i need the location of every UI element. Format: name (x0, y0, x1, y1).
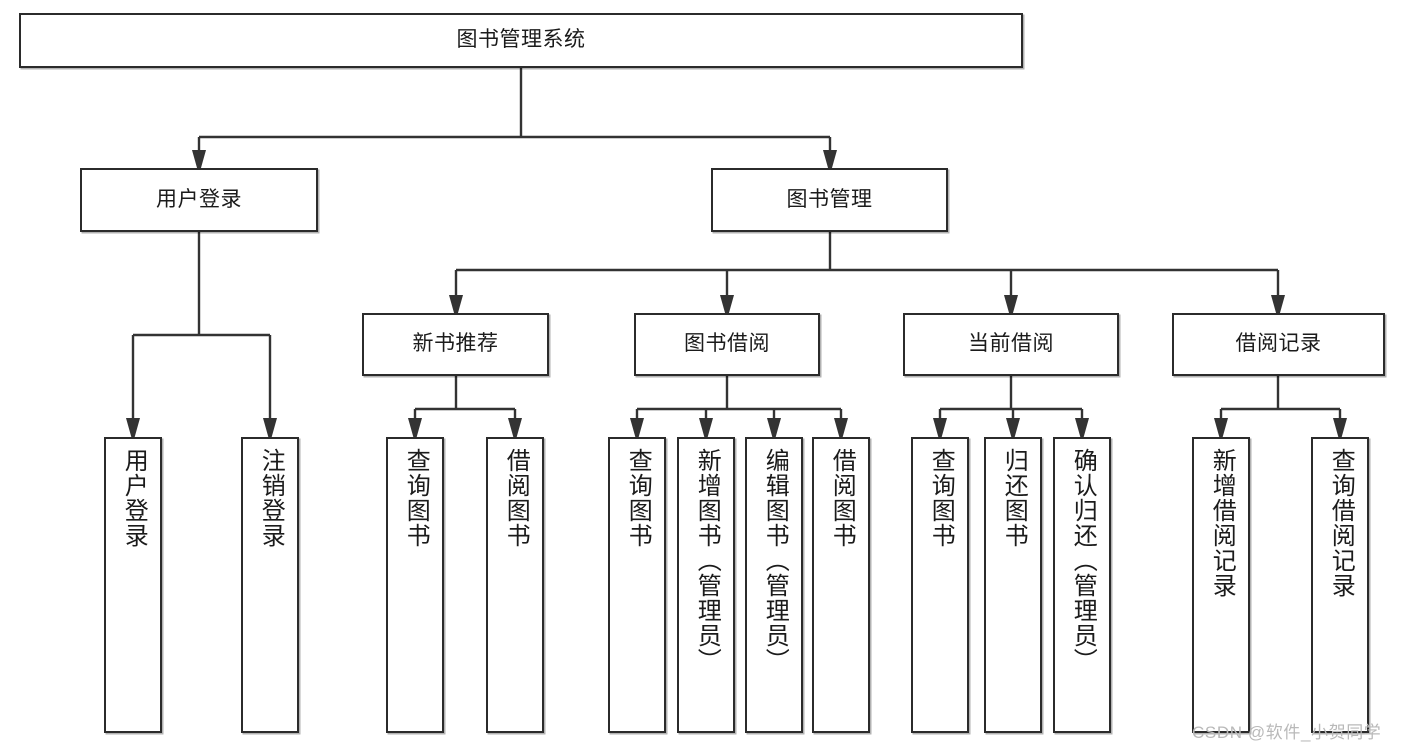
leaf-query-book-3[interactable]: 查询图书 (911, 437, 969, 733)
leaf-confirm-return-label: 确认归还（管理员） (1069, 448, 1097, 673)
node-book-manage[interactable]: 图书管理 (711, 168, 948, 232)
node-root[interactable]: 图书管理系统 (19, 13, 1023, 68)
leaf-edit-book[interactable]: 编辑图书（管理员） (745, 437, 803, 733)
leaf-return-book[interactable]: 归还图书 (984, 437, 1042, 733)
node-borrow-record[interactable]: 借阅记录 (1172, 313, 1385, 376)
node-user-login[interactable]: 用户登录 (80, 168, 318, 232)
node-borrow-record-label: 借阅记录 (1235, 332, 1322, 356)
leaf-edit-book-label: 编辑图书（管理员） (761, 448, 789, 673)
leaf-add-record-label: 新增借阅记录 (1208, 448, 1236, 598)
leaf-borrow-book-1[interactable]: 借阅图书 (486, 437, 544, 733)
leaf-user-logout-label: 注销登录 (257, 448, 285, 548)
node-book-manage-label: 图书管理 (786, 187, 873, 211)
csdn-watermark: CSDN @软件_小贺同学 (1192, 723, 1382, 742)
leaf-query-book-3-label: 查询图书 (927, 448, 955, 548)
leaf-borrow-book-1-label: 借阅图书 (502, 448, 530, 548)
node-new-book-recommend[interactable]: 新书推荐 (362, 313, 549, 376)
node-book-borrow-label: 图书借阅 (684, 332, 770, 356)
node-current-borrow-label: 当前借阅 (968, 332, 1054, 356)
node-user-login-label: 用户登录 (156, 187, 242, 211)
leaf-return-book-label: 归还图书 (1000, 448, 1028, 548)
leaf-borrow-book-2[interactable]: 借阅图书 (812, 437, 870, 733)
leaf-query-book-1-label: 查询图书 (402, 448, 430, 548)
node-new-book-recommend-label: 新书推荐 (412, 332, 499, 356)
leaf-query-book-2[interactable]: 查询图书 (608, 437, 666, 733)
leaf-user-login[interactable]: 用户登录 (104, 437, 162, 733)
leaf-borrow-book-2-label: 借阅图书 (828, 448, 856, 548)
leaf-user-login-label: 用户登录 (120, 448, 148, 548)
leaf-add-book-label: 新增图书（管理员） (693, 448, 721, 673)
leaf-add-book[interactable]: 新增图书（管理员） (677, 437, 735, 733)
leaf-add-record[interactable]: 新增借阅记录 (1192, 437, 1250, 733)
leaf-user-logout[interactable]: 注销登录 (241, 437, 299, 733)
leaf-query-record-label: 查询借阅记录 (1327, 448, 1355, 598)
node-current-borrow[interactable]: 当前借阅 (903, 313, 1119, 376)
node-book-borrow[interactable]: 图书借阅 (634, 313, 820, 376)
leaf-query-record[interactable]: 查询借阅记录 (1311, 437, 1369, 733)
leaf-query-book-1[interactable]: 查询图书 (386, 437, 444, 733)
leaf-query-book-2-label: 查询图书 (624, 448, 652, 548)
node-root-label: 图书管理系统 (456, 28, 586, 52)
leaf-confirm-return[interactable]: 确认归还（管理员） (1053, 437, 1111, 733)
